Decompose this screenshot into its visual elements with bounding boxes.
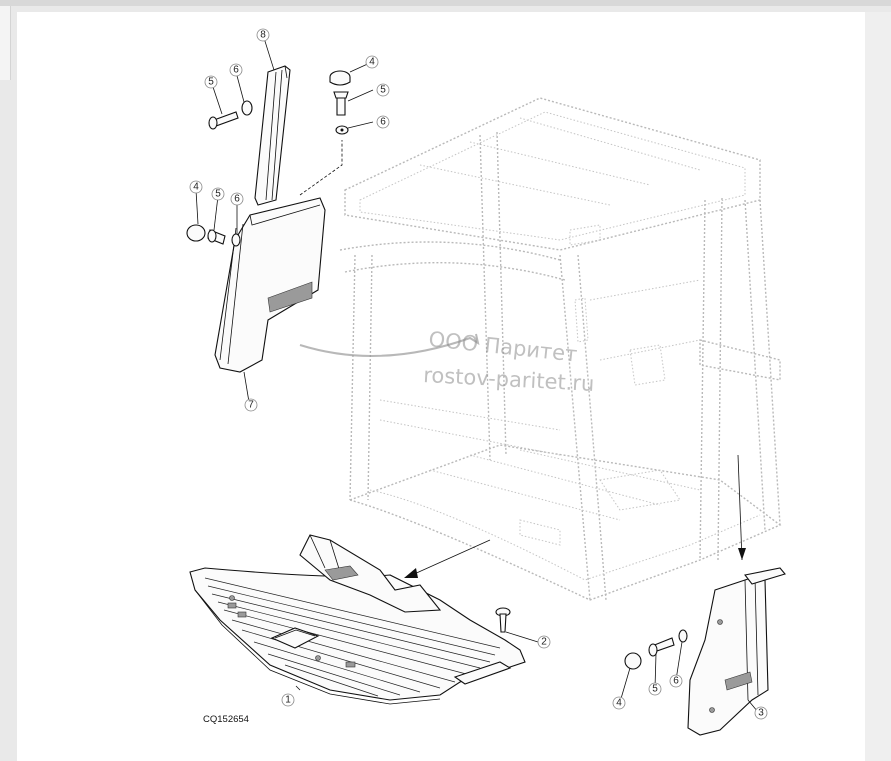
callout-bubble-6c (230, 192, 244, 206)
callout-6-bottom: 6 (673, 676, 679, 687)
callout-5-bottom: 5 (652, 684, 658, 695)
callout-bubble-2 (537, 635, 551, 649)
callout-1: 1 (285, 695, 291, 706)
callout-bubble-5c (211, 187, 225, 201)
callout-bubble-1 (281, 693, 295, 707)
callout-5-top-right: 5 (380, 85, 386, 96)
callout-7: 7 (248, 400, 254, 411)
callout-bubble-4c (612, 696, 626, 710)
callout-bubble-5b (376, 83, 390, 97)
callout-bubble-3 (754, 706, 768, 720)
callout-5-left: 5 (215, 189, 221, 200)
watermark: ООО Паритет rostov-paritet.ru (299, 327, 595, 396)
callout-bubble-6b (376, 115, 390, 129)
cab-frame-ghost (339, 97, 782, 601)
callout-4-bottom: 4 (616, 698, 622, 709)
callout-bubble-6a (229, 63, 243, 77)
callout-bubble-5d (648, 682, 662, 696)
callout-3: 3 (758, 708, 764, 719)
callout-4-top: 4 (369, 57, 375, 68)
callout-bubble-5a (204, 75, 218, 89)
part-7-side-panel (214, 140, 343, 373)
callout-6-top-left: 6 (233, 65, 239, 76)
callout-bubble-6d (669, 674, 683, 688)
part-8-trim-strip (254, 65, 291, 206)
callouts: 1 2 3 4 4 4 5 5 5 5 6 6 6 6 7 8 (189, 28, 768, 720)
left-side-strip (0, 6, 11, 80)
callout-bubble-8 (256, 28, 270, 42)
right-margin (865, 12, 891, 761)
callout-2: 2 (541, 637, 547, 648)
figure-code: CQ152654 (203, 714, 249, 725)
callout-8: 8 (260, 30, 266, 41)
fasteners (186, 70, 688, 670)
callout-5-top-left: 5 (208, 77, 214, 88)
top-bar (0, 0, 891, 6)
callout-6-top-right: 6 (380, 117, 386, 128)
callout-6-left: 6 (234, 194, 240, 205)
assembly-arrows (404, 539, 491, 578)
watermark-line2: rostov-paritet.ru (423, 363, 595, 396)
callout-4-left: 4 (193, 182, 199, 193)
part-1-floor-mat (189, 534, 526, 705)
part-3-rear-panel (687, 454, 786, 736)
callout-bubble-4b (189, 180, 203, 194)
callout-bubble-7 (244, 398, 258, 412)
callout-bubble-4a (365, 55, 379, 69)
